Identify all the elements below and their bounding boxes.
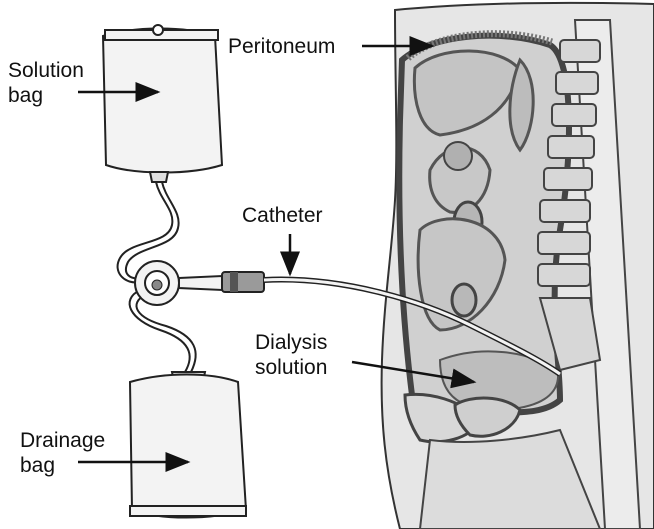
solution-bag — [103, 25, 222, 182]
solution-bag-label: Solution bag — [8, 58, 84, 108]
organ-ring — [444, 142, 472, 170]
catheter-label: Catheter — [242, 203, 323, 228]
drainage-bag-label-line1: Drainage — [20, 428, 105, 453]
dialysis-solution-label: Dialysis solution — [255, 330, 327, 380]
solution-bag-label-line1: Solution — [8, 58, 84, 83]
transfer-set — [135, 261, 264, 305]
drainage-bag-label-line2: bag — [20, 453, 105, 478]
peritoneum-label: Peritoneum — [228, 34, 335, 59]
body-cross-section — [382, 3, 654, 529]
dialysis-solution-label-line1: Dialysis — [255, 330, 327, 355]
solution-bag-label-line2: bag — [8, 83, 84, 108]
drainage-bag-label: Drainage bag — [20, 428, 105, 478]
dialysis-solution-label-line2: solution — [255, 355, 327, 380]
organ-small — [452, 284, 476, 316]
drainage-bag — [130, 372, 246, 518]
